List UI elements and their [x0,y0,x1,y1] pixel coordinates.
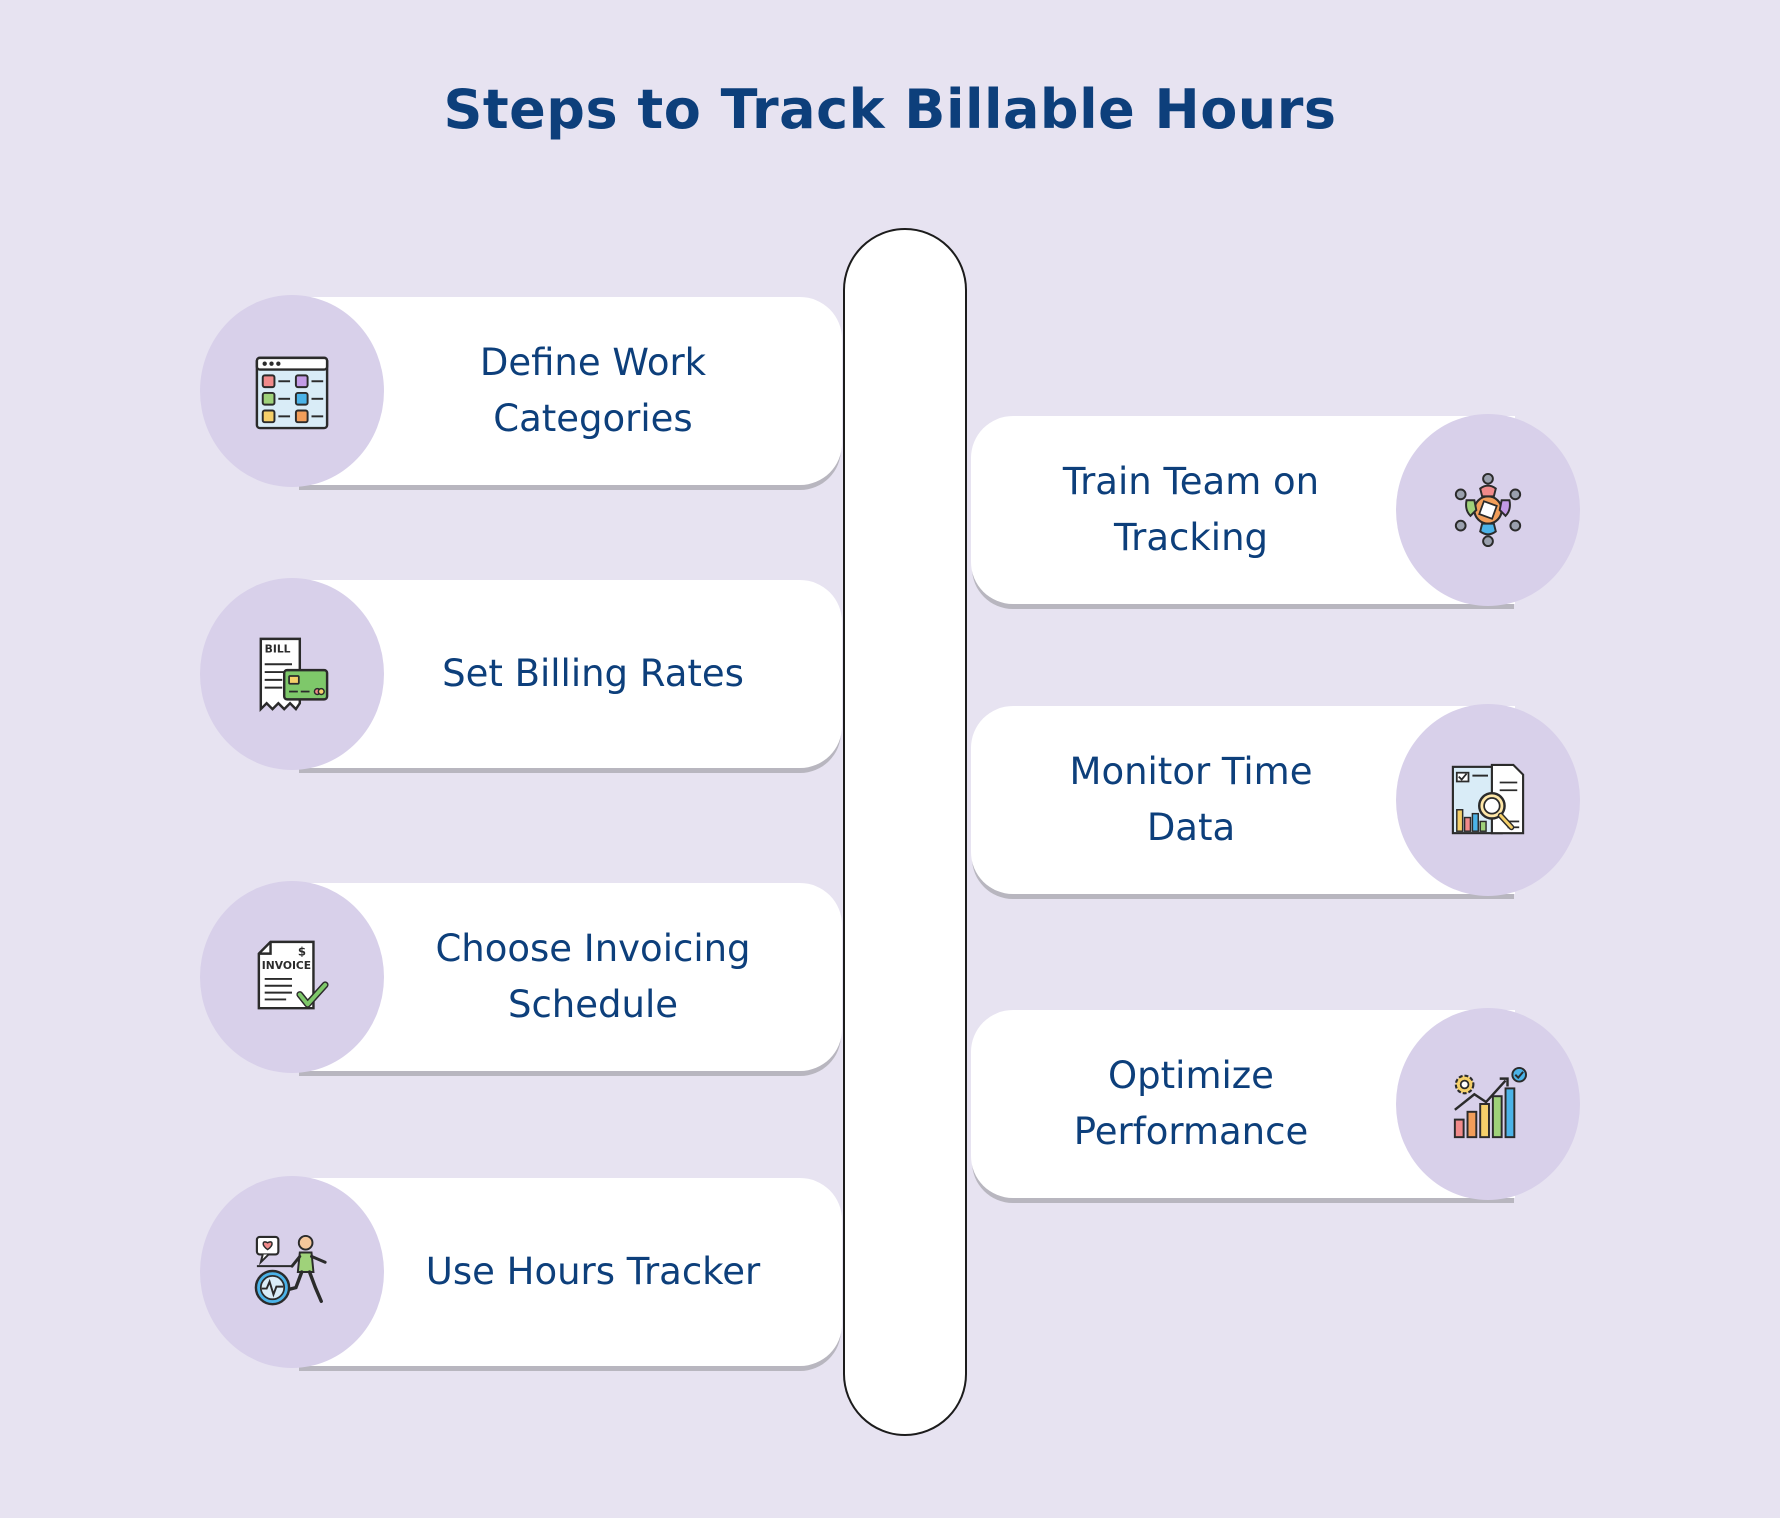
step-icon-circle [1396,1008,1580,1200]
page-title: Steps to Track Billable Hours [443,78,1337,141]
step-icon-circle [1396,414,1580,606]
team-meeting-icon [1454,472,1522,548]
step-card-set-billing-rates: Set Billing Rates [298,580,842,768]
data-analysis-icon [1451,763,1525,835]
step-label: Optimize Performance [1073,1054,1309,1153]
step-label: Train Team on Tracking [1062,460,1320,559]
svg-text:INVOICE: INVOICE [262,959,311,972]
invoice-check-icon: $ INVOICE [257,940,329,1010]
step-label: Define Work Categories [479,341,707,440]
step-icon-circle [1396,704,1580,896]
step-icon-circle: $ INVOICE [200,881,384,1073]
step-card-use-hours-tracker: Use Hours Tracker [298,1178,842,1366]
timeline-spine [843,228,967,1436]
svg-text:$: $ [298,945,306,959]
growth-chart-icon [1453,1066,1527,1139]
step-icon-circle: BILL [200,578,384,770]
bill-card-icon: BILL [259,637,329,713]
step-label: Monitor Time Data [1069,750,1313,849]
category-board-icon [255,356,329,430]
step-icon-circle [200,295,384,487]
step-icon-circle [200,1176,384,1368]
step-card-choose-invoicing-schedule: Choose Invoicing Schedule [298,883,842,1071]
activity-tracker-icon [254,1234,327,1306]
step-label: Use Hours Tracker [425,1250,761,1293]
step-label: Set Billing Rates [442,652,744,695]
step-label: Choose Invoicing Schedule [435,927,751,1026]
step-card-define-work-categories: Define Work Categories [298,297,842,485]
svg-text:BILL: BILL [265,643,291,656]
